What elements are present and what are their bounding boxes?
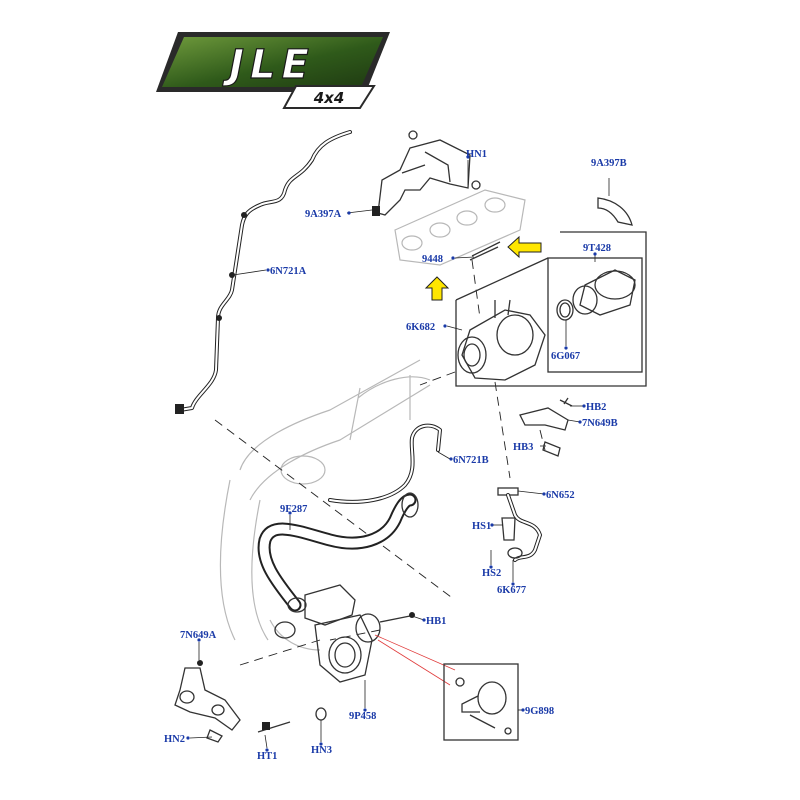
label-9p458: 9P458 [349,711,376,722]
label-9a397b: 9A397B [591,158,627,169]
label-9t428: 9T428 [583,243,611,254]
exhaust-pipe-ghost [219,359,431,651]
up-arrow-icon [424,276,450,301]
label-hn3: HN3 [311,745,332,756]
label-hb1: HB1 [426,616,446,627]
label-hb2: HB2 [586,402,606,413]
logo-sub-text: 4x4 [313,89,345,107]
label-6k682: 6K682 [406,322,435,333]
label-hs1: HS1 [472,521,491,532]
valve-assembly-9p458 [274,584,415,683]
label-dots [186,155,597,752]
label-7n649a: 7N649A [180,630,217,641]
oil-pipe-6k677 [497,487,542,562]
callout-lines [374,634,456,686]
label-hb3: HB3 [513,442,533,453]
heat-shield-9a397b [597,197,633,226]
label-ht1: HT1 [257,751,277,762]
assembly-lines [214,259,546,666]
logo-brand-text: JLE [222,42,315,88]
label-6n721a: 6N721A [270,266,307,277]
left-arrow-icon [507,235,542,259]
brand-logo: JLE 4x4 [156,32,390,109]
heat-shield-9a397a [372,130,481,216]
nut-hn3 [315,707,327,721]
label-9g898: 9G898 [525,706,554,717]
bolt-ht1 [257,721,291,733]
label-6g067: 6G067 [551,351,580,362]
label-6n652: 6N652 [546,490,575,501]
label-hn2: HN2 [164,734,185,745]
bracket-7n649b [519,397,573,457]
pipe-6n721a [175,130,352,414]
label-6k677: 6K677 [497,585,526,596]
label-9f287: 9F287 [280,504,307,515]
exhaust-manifold [394,189,526,266]
actuator-box-9g898 [443,663,519,741]
bracket-7n649a [174,660,241,743]
label-hn1: HN1 [466,149,487,160]
turbo-box-6k682 [455,231,647,387]
label-6n721b: 6N721B [453,455,489,466]
label-hs2: HS2 [482,568,501,579]
label-7n649b: 7N649B [582,418,618,429]
pipe-6n721b [328,423,442,504]
part-9448 [469,241,501,261]
hose-9f287 [257,492,419,613]
part-labels: HN1 9A397B 9A397A 6N721A 9448 9T428 6K68… [164,149,627,762]
leader-lines [189,160,610,749]
label-9a397a: 9A397A [305,209,342,220]
label-9448: 9448 [422,254,443,265]
